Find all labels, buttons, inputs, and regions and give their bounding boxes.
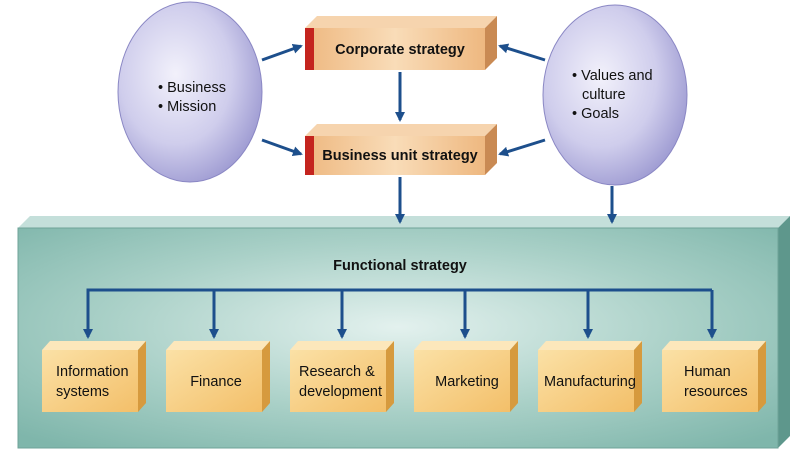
function-box-research-development: [290, 341, 394, 412]
function-label: Manufacturing: [544, 374, 636, 390]
arrow-right-to-business-unit: [498, 138, 546, 157]
function-box-human-resources: [662, 341, 766, 412]
function-box-manufacturing: [538, 341, 642, 412]
arrow-left-to-corporate: [261, 43, 303, 62]
right-oval-item: culture: [582, 87, 626, 103]
business-mission-oval: [117, 1, 263, 183]
function-box-finance: [166, 341, 270, 412]
left-oval-item: • Business: [158, 80, 226, 96]
functional-strategy-label: Functional strategy: [333, 258, 467, 274]
function-box-marketing: [414, 341, 518, 412]
business-unit-strategy-box: [305, 124, 497, 175]
functional-strategy-panel: [17, 216, 790, 449]
arrow-right-to-corporate: [498, 43, 546, 62]
business-unit-strategy-label: Business unit strategy: [322, 148, 478, 164]
function-label: Finance: [190, 374, 242, 390]
function-label: development: [299, 384, 382, 400]
function-label: Information: [56, 364, 129, 380]
function-label: Human: [684, 364, 731, 380]
right-oval-item: • Goals: [572, 106, 619, 122]
corporate-strategy-box: [305, 16, 497, 70]
function-label: Research &: [299, 364, 375, 380]
function-label: systems: [56, 384, 109, 400]
arrow-left-to-business-unit: [261, 138, 303, 157]
corporate-strategy-label: Corporate strategy: [335, 42, 465, 58]
function-label: Marketing: [435, 374, 499, 390]
values-goals-oval: [542, 4, 688, 186]
left-oval-item: • Mission: [158, 99, 216, 115]
right-oval-item: • Values and: [572, 68, 653, 84]
function-box-information-systems: [42, 341, 146, 412]
function-label: resources: [684, 384, 748, 400]
connector-arrows: [83, 43, 717, 339]
